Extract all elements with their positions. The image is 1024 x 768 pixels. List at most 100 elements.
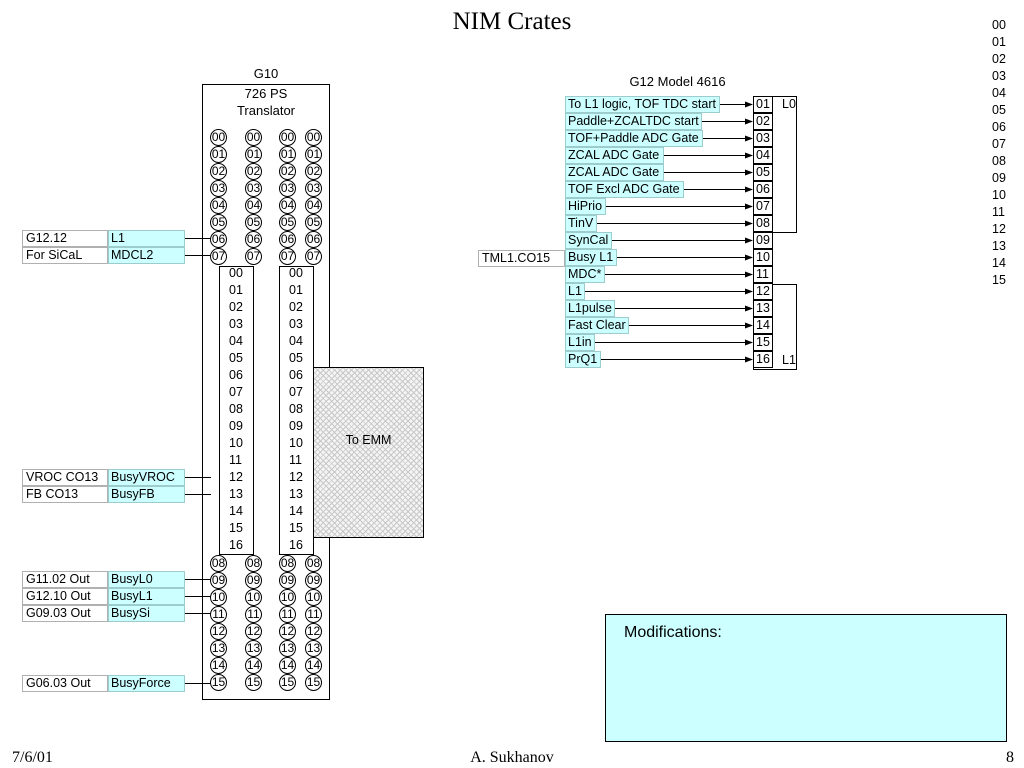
g10-middle-number: 15 xyxy=(289,521,303,535)
modifications-box xyxy=(605,614,1007,742)
g12-signal-label: SynCal xyxy=(565,232,612,249)
g10-channel-connector: 14 xyxy=(279,657,296,674)
g10-input-source: FB CO13 xyxy=(22,486,108,503)
g10-middle-number: 14 xyxy=(229,504,243,518)
right-column-number: 05 xyxy=(992,103,1006,117)
g10-input-signal: BusySi xyxy=(108,605,185,622)
footer-page-number: 8 xyxy=(1006,749,1014,766)
g10-channel-connector: 11 xyxy=(245,606,262,623)
g12-signal-label: L1in xyxy=(565,334,595,351)
g10-channel-connector: 07 xyxy=(279,248,296,265)
g10-channel-connector: 09 xyxy=(305,572,322,589)
footer-date: 7/6/01 xyxy=(12,749,53,766)
right-column-number: 02 xyxy=(992,52,1006,66)
g12-signal-label: HiPrio xyxy=(565,198,606,215)
g10-channel-connector: 04 xyxy=(245,197,262,214)
g10-channel-connector: 13 xyxy=(210,640,227,657)
g10-channel-connector: 12 xyxy=(305,623,322,640)
g10-input-source: G11.02 Out xyxy=(22,571,108,588)
right-column-number: 09 xyxy=(992,171,1006,185)
right-column-number: 04 xyxy=(992,86,1006,100)
g10-middle-number: 11 xyxy=(289,453,302,467)
g10-input-source: For SiCaL xyxy=(22,247,108,264)
g10-channel-connector: 02 xyxy=(305,163,322,180)
g10-channel-connector: 07 xyxy=(305,248,322,265)
g12-channel-number: 16 xyxy=(753,351,773,368)
g10-middle-number: 00 xyxy=(289,266,303,280)
right-column-number: 00 xyxy=(992,18,1006,32)
g12-group-label-l0: L0 xyxy=(782,97,796,111)
g10-middle-number: 01 xyxy=(289,283,303,297)
g10-middle-number: 06 xyxy=(289,368,303,382)
g10-middle-number: 16 xyxy=(289,538,303,552)
g12-channel-number: 04 xyxy=(753,147,773,164)
g10-input-signal: BusyVROC xyxy=(108,469,185,486)
g10-channel-connector: 08 xyxy=(210,555,227,572)
g12-signal-label: TinV xyxy=(565,215,597,232)
g10-middle-number: 09 xyxy=(229,419,243,433)
right-column-number: 10 xyxy=(992,188,1006,202)
g10-channel-connector: 10 xyxy=(210,589,227,606)
g10-input-signal: BusyForce xyxy=(108,675,185,692)
g10-middle-number: 07 xyxy=(229,385,243,399)
g12-channel-number: 06 xyxy=(753,181,773,198)
g10-middle-number: 03 xyxy=(229,317,243,331)
g10-channel-connector: 08 xyxy=(245,555,262,572)
g10-channel-connector: 05 xyxy=(279,214,296,231)
g12-signal-label: Paddle+ZCALTDC start xyxy=(565,113,702,130)
g10-channel-connector: 12 xyxy=(245,623,262,640)
right-column-number: 01 xyxy=(992,35,1006,49)
g10-middle-number: 05 xyxy=(229,351,243,365)
g12-signal-label: TOF Excl ADC Gate xyxy=(565,181,684,198)
g10-channel-connector: 02 xyxy=(210,163,227,180)
g10-channel-connector: 10 xyxy=(279,589,296,606)
g12-channel-number: 02 xyxy=(753,113,773,130)
g10-channel-connector: 00 xyxy=(245,129,262,146)
g10-middle-column-left xyxy=(219,266,254,555)
g12-channel-number: 03 xyxy=(753,130,773,147)
g12-signal-label: L1 xyxy=(565,283,585,300)
g12-source-tml1: TML1.CO15 xyxy=(478,250,565,267)
g10-subtitle-2: Translator xyxy=(236,103,296,118)
to-emm-box xyxy=(313,367,424,538)
g10-channel-connector: 03 xyxy=(245,180,262,197)
g10-channel-connector: 09 xyxy=(210,572,227,589)
g10-middle-number: 11 xyxy=(229,453,242,467)
g10-channel-connector: 11 xyxy=(279,606,296,623)
g10-middle-number: 03 xyxy=(289,317,303,331)
g10-channel-connector: 14 xyxy=(305,657,322,674)
right-column-number: 13 xyxy=(992,239,1006,253)
g12-title: G12 Model 4616 xyxy=(629,74,726,89)
g10-input-wire xyxy=(185,579,211,580)
g10-input-source: G12.10 Out xyxy=(22,588,108,605)
g10-input-wire xyxy=(185,596,211,597)
g10-input-wire xyxy=(185,255,211,256)
g10-channel-connector: 15 xyxy=(210,674,227,691)
g12-channel-number: 13 xyxy=(753,300,773,317)
g10-middle-number: 04 xyxy=(289,334,303,348)
g12-signal-label: To L1 logic, TOF TDC start xyxy=(565,96,720,113)
g10-input-source: G12.12 xyxy=(22,230,108,247)
right-column-number: 08 xyxy=(992,154,1006,168)
g12-channel-number: 10 xyxy=(753,249,773,266)
g12-signal-label: ZCAL ADC Gate xyxy=(565,164,664,181)
g10-input-signal: BusyL0 xyxy=(108,571,185,588)
modifications-title: Modifications: xyxy=(624,624,722,641)
g10-middle-number: 05 xyxy=(289,351,303,365)
g10-channel-connector: 15 xyxy=(279,674,296,691)
g10-channel-connector: 12 xyxy=(210,623,227,640)
g10-middle-number: 13 xyxy=(229,487,243,501)
g10-middle-number: 02 xyxy=(229,300,243,314)
g10-channel-connector: 08 xyxy=(279,555,296,572)
g10-middle-number: 02 xyxy=(289,300,303,314)
g10-channel-connector: 01 xyxy=(305,146,322,163)
g10-channel-connector: 02 xyxy=(279,163,296,180)
g10-middle-number: 01 xyxy=(229,283,243,297)
g10-channel-connector: 12 xyxy=(279,623,296,640)
footer-author: A. Sukhanov xyxy=(470,749,554,766)
g10-channel-connector: 11 xyxy=(210,606,227,623)
right-column-number: 11 xyxy=(992,205,1005,219)
g12-channel-number: 09 xyxy=(753,232,773,249)
g12-signal-label: Busy L1 xyxy=(565,249,617,266)
